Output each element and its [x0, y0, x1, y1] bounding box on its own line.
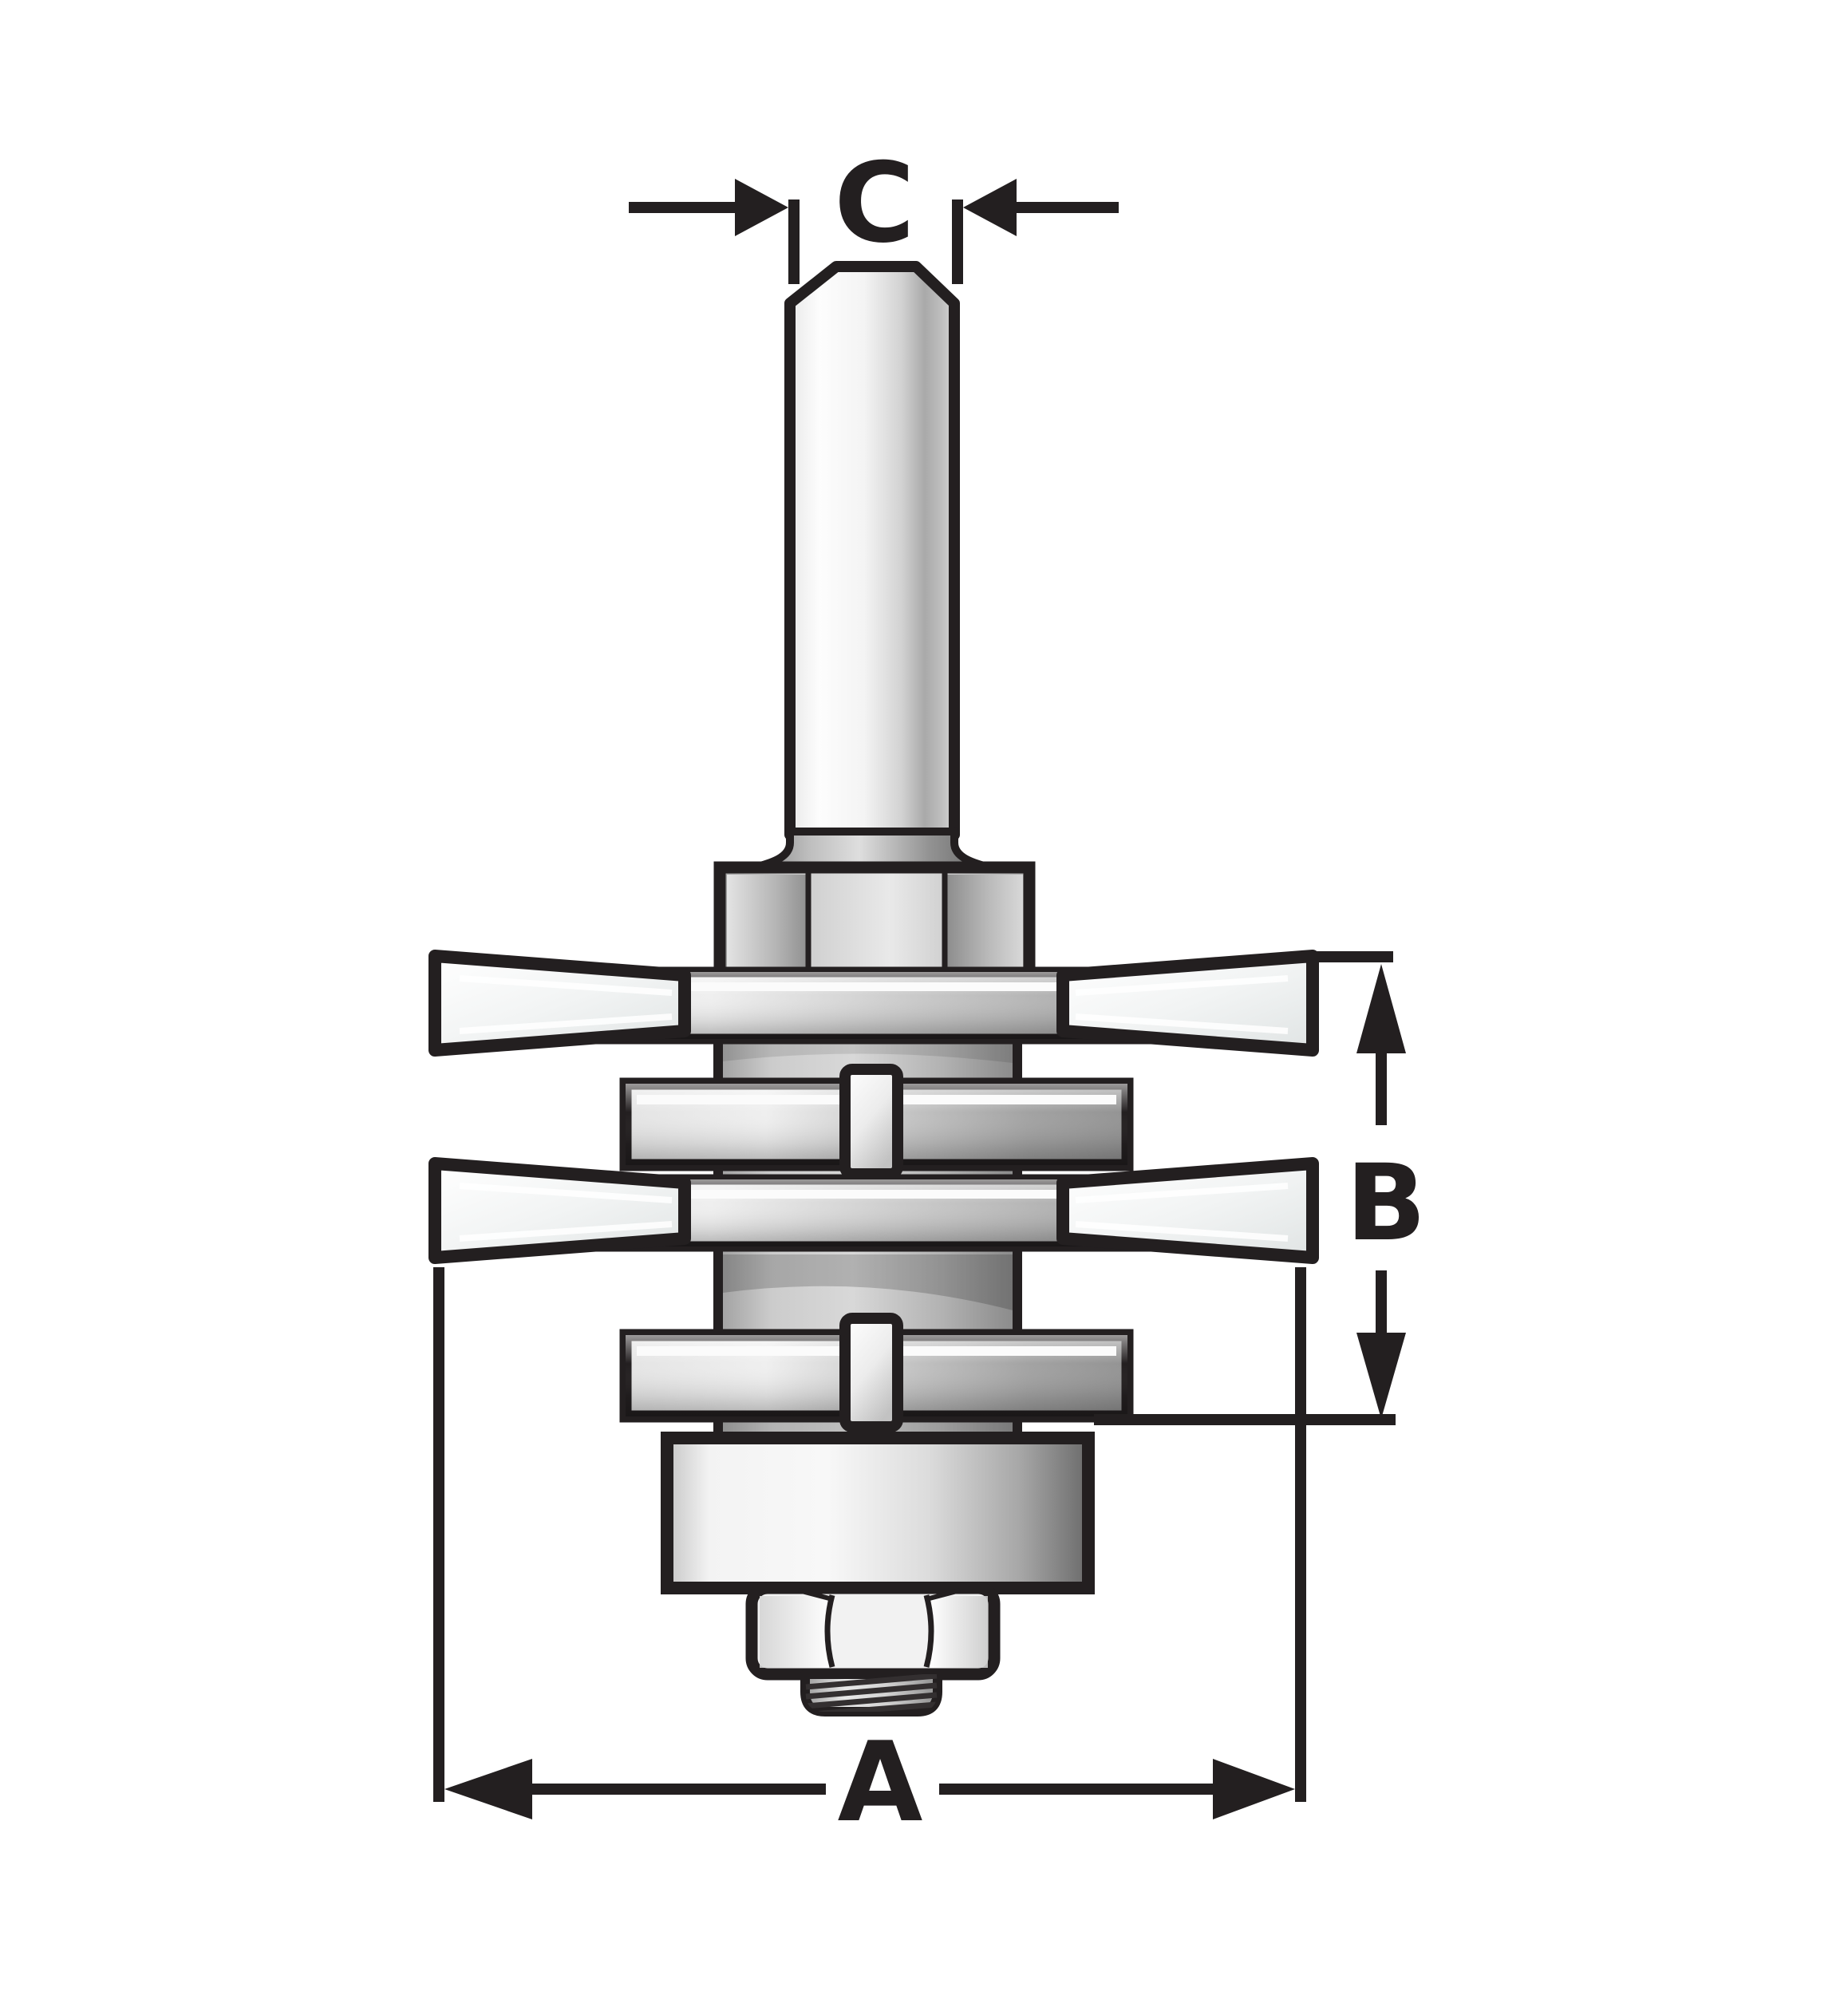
dim-b-shaft-bottom [1376, 1270, 1387, 1334]
dim-c-tick-left [788, 200, 800, 284]
dim-b-arrow-up-icon [1356, 964, 1406, 1053]
collar-facet-left [727, 875, 808, 976]
dim-c-shaft-left [629, 202, 735, 213]
dim-b-arrow-down-icon [1356, 1333, 1406, 1419]
blade-tip-right [1056, 1157, 1319, 1264]
lower-spacer-cutter [619, 1313, 1134, 1432]
spacer-key [839, 1313, 903, 1432]
dim-a-extension-right [1295, 1267, 1306, 1802]
blade-tip-left [428, 1157, 691, 1264]
dim-a-label: A [838, 1718, 923, 1847]
collar-facet-right [945, 875, 1023, 976]
dim-c-tick-right [952, 200, 963, 284]
collar [713, 861, 1036, 988]
threaded-stud [800, 1669, 942, 1716]
dimension-a: A [433, 1267, 1306, 1847]
upper-slot-cutter [428, 950, 1319, 1057]
dim-b-shaft-top [1376, 1050, 1387, 1125]
dim-b-label: B [1346, 1142, 1427, 1265]
dim-b-tick-top [1313, 951, 1393, 962]
dim-a-arrow-right-icon [1213, 1759, 1295, 1819]
thread-lines [805, 1674, 938, 1712]
hex-nut [745, 1582, 1001, 1681]
dim-a-shaft-right [939, 1784, 1213, 1795]
dim-a-extension-left [433, 1267, 444, 1802]
blade-tip-right [1056, 950, 1319, 1057]
cutter-highlight [491, 982, 1297, 991]
lower-slot-cutter [428, 1157, 1319, 1264]
dim-c-shaft-right [1017, 202, 1119, 213]
dim-c-label: C [834, 139, 914, 267]
dim-a-shaft-left [532, 1784, 826, 1795]
dim-a-arrow-left-icon [444, 1759, 532, 1819]
blade-tip-left [428, 950, 691, 1057]
shank [740, 261, 1005, 875]
dimension-c: C [629, 139, 1119, 284]
upper-spacer-cutter [619, 1064, 1134, 1179]
dim-c-arrow-right-icon [735, 179, 788, 236]
nut-chamfer-lines [798, 1588, 961, 1602]
dim-c-arrow-left-icon [963, 179, 1017, 236]
spacer-key [839, 1064, 903, 1179]
dim-b-tick-bottom [1094, 1414, 1396, 1425]
bearing [661, 1432, 1095, 1594]
dimension-b: B [1094, 951, 1426, 1425]
